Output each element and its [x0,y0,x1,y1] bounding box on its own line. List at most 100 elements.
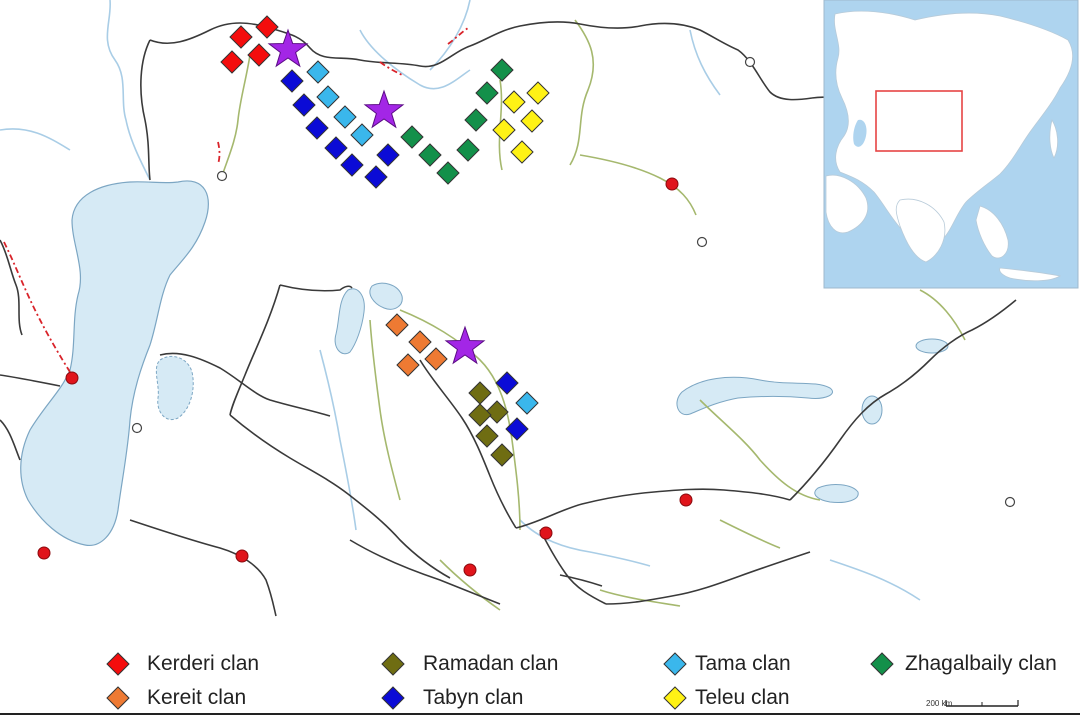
ramadan-clan-marker [490,443,514,467]
disputed-line-1 [379,61,405,77]
city-marker-7 [463,563,477,577]
green-river-2 [569,19,595,166]
inset-india [895,198,946,263]
ramadan-clan-marker [475,424,499,448]
inset-map [823,0,1079,289]
legend-label-zhagalbaily: Zhagalbaily clan [905,652,1057,675]
kerderi-clan-marker [247,43,271,67]
zhagalbaily-clan-marker [456,138,480,162]
inset-southeast-asia [975,205,1009,259]
legend-marker-zhagalbaily [870,652,894,676]
green-river-syr-darya [399,309,521,531]
river-syr-upper [519,519,651,567]
zhagalbaily-clan-marker [436,161,460,185]
disputed-line-2 [447,27,469,45]
lake-alakol [861,395,883,425]
legend-label-teleu: Teleu clan [695,686,790,709]
scale-bar [945,700,1019,707]
legend-label-kereit: Kereit clan [147,686,247,709]
kerderi-clan-marker [255,15,279,39]
star-marker [267,28,309,68]
kereit-clan-marker [424,347,448,371]
city-marker-2 [65,371,79,385]
tabyn-clan-marker [340,153,364,177]
disputed-line-3 [217,141,221,165]
inset-arabia [825,174,869,234]
green-river-7 [439,559,501,611]
border-azerbaijan [0,419,21,461]
tama-clan-marker [515,391,539,415]
tabyn-clan-marker [376,143,400,167]
kereit-clan-marker [408,330,432,354]
border-turkmenistan-uzbekistan [229,414,451,579]
border-kyrgyzstan-north [515,488,791,529]
legend-marker-tabyn [381,686,405,710]
teleu-clan-marker [502,90,526,114]
green-river-6 [719,519,781,549]
river-tarim [829,559,921,601]
legend-marker-kereit [106,686,130,710]
tama-clan-marker [350,123,374,147]
green-river-ili [699,399,821,501]
town-marker-4 [131,422,143,434]
river-tobol [689,29,721,96]
zhagalbaily-clan-marker [464,108,488,132]
inset-caspian [853,119,867,147]
teleu-clan-marker [526,81,550,105]
lake-balkhash [676,376,833,416]
zhagalbaily-clan-marker [418,143,442,167]
legend-marker-teleu [663,686,687,710]
inset-eurasia-land [834,10,1073,245]
kerderi-clan-marker [229,25,253,49]
town-marker-5 [1004,496,1016,508]
legend-markers [106,652,894,710]
border-tajik-kyrgyz [605,551,811,605]
green-river-1 [221,54,251,177]
city-marker-5 [37,546,51,560]
city-marker-1 [665,177,679,191]
legend-label-ramadan: Ramadan clan [423,652,559,675]
town-marker-1 [216,170,228,182]
kereit-clan-marker [385,313,409,337]
city-marker-3 [679,493,693,507]
border-fergana [539,529,607,605]
disputed-lines [3,27,469,373]
green-rivers [221,19,966,611]
legend-marker-kerderi [106,652,130,676]
town-marker-2 [744,56,756,68]
legend-label-tama: Tama clan [695,652,791,675]
cities-major [37,177,693,577]
border-kazakhstan-china [789,299,1017,501]
green-river-8 [599,589,681,607]
aral-sea-north [369,282,403,310]
star-marker [363,89,405,129]
inset-indonesia [999,267,1062,282]
ramadan-clan-marker [485,400,509,424]
legend-background [0,620,1080,716]
kereit-clan-marker [396,353,420,377]
legend-marker-ramadan [381,652,405,676]
green-river-3 [579,154,697,216]
city-marker-6 [235,549,249,563]
lake-issyk-kul [814,484,859,503]
teleu-clan-marker [510,140,534,164]
clan-markers [220,15,550,467]
border-turkmenistan-north [159,352,331,417]
river-amu-darya [319,349,357,531]
river-volga [106,0,151,181]
tabyn-clan-marker [324,136,348,160]
aral-sea [334,288,365,355]
caspian-sea [20,180,209,546]
zhagalbaily-clan-marker [475,81,499,105]
tabyn-clan-marker [292,93,316,117]
green-river-5 [369,319,401,501]
border-kaz-uzb-north [279,284,353,292]
tabyn-clan-marker [495,371,519,395]
disputed-line-caucasus [3,241,71,373]
river-don [0,128,71,151]
star-marker [444,325,486,365]
legend-label-kerderi: Kerderi clan [147,652,260,675]
inset-japan [1049,118,1058,159]
tabyn-clan-marker [305,116,329,140]
